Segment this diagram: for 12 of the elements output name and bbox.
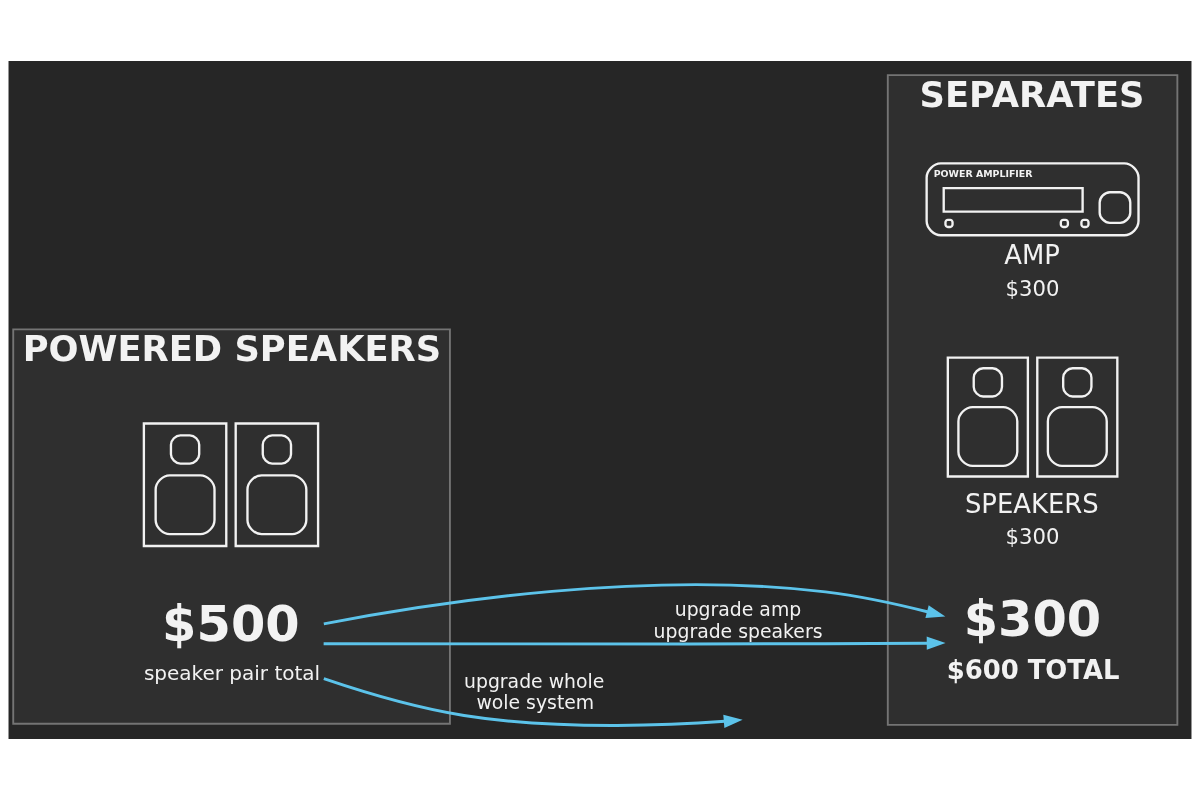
node-label: AMP bbox=[1004, 240, 1060, 271]
arrow bbox=[323, 677, 743, 728]
node-label: $300 bbox=[1005, 275, 1060, 301]
arrow bbox=[323, 583, 946, 626]
arrow bbox=[323, 636, 946, 650]
edge-label: upgrade amp upgrade speakers bbox=[653, 599, 823, 642]
node-label: SPEAKERS bbox=[964, 488, 1099, 519]
edge-label: upgrade whole wole system bbox=[464, 671, 605, 714]
node-label: $300 bbox=[1005, 524, 1060, 550]
node-box: POWER AMPLIFIER bbox=[925, 162, 1140, 237]
node-text: $300 $600 TOTAL bbox=[946, 590, 1120, 685]
node-text: $500 speaker pair total bbox=[143, 594, 321, 685]
